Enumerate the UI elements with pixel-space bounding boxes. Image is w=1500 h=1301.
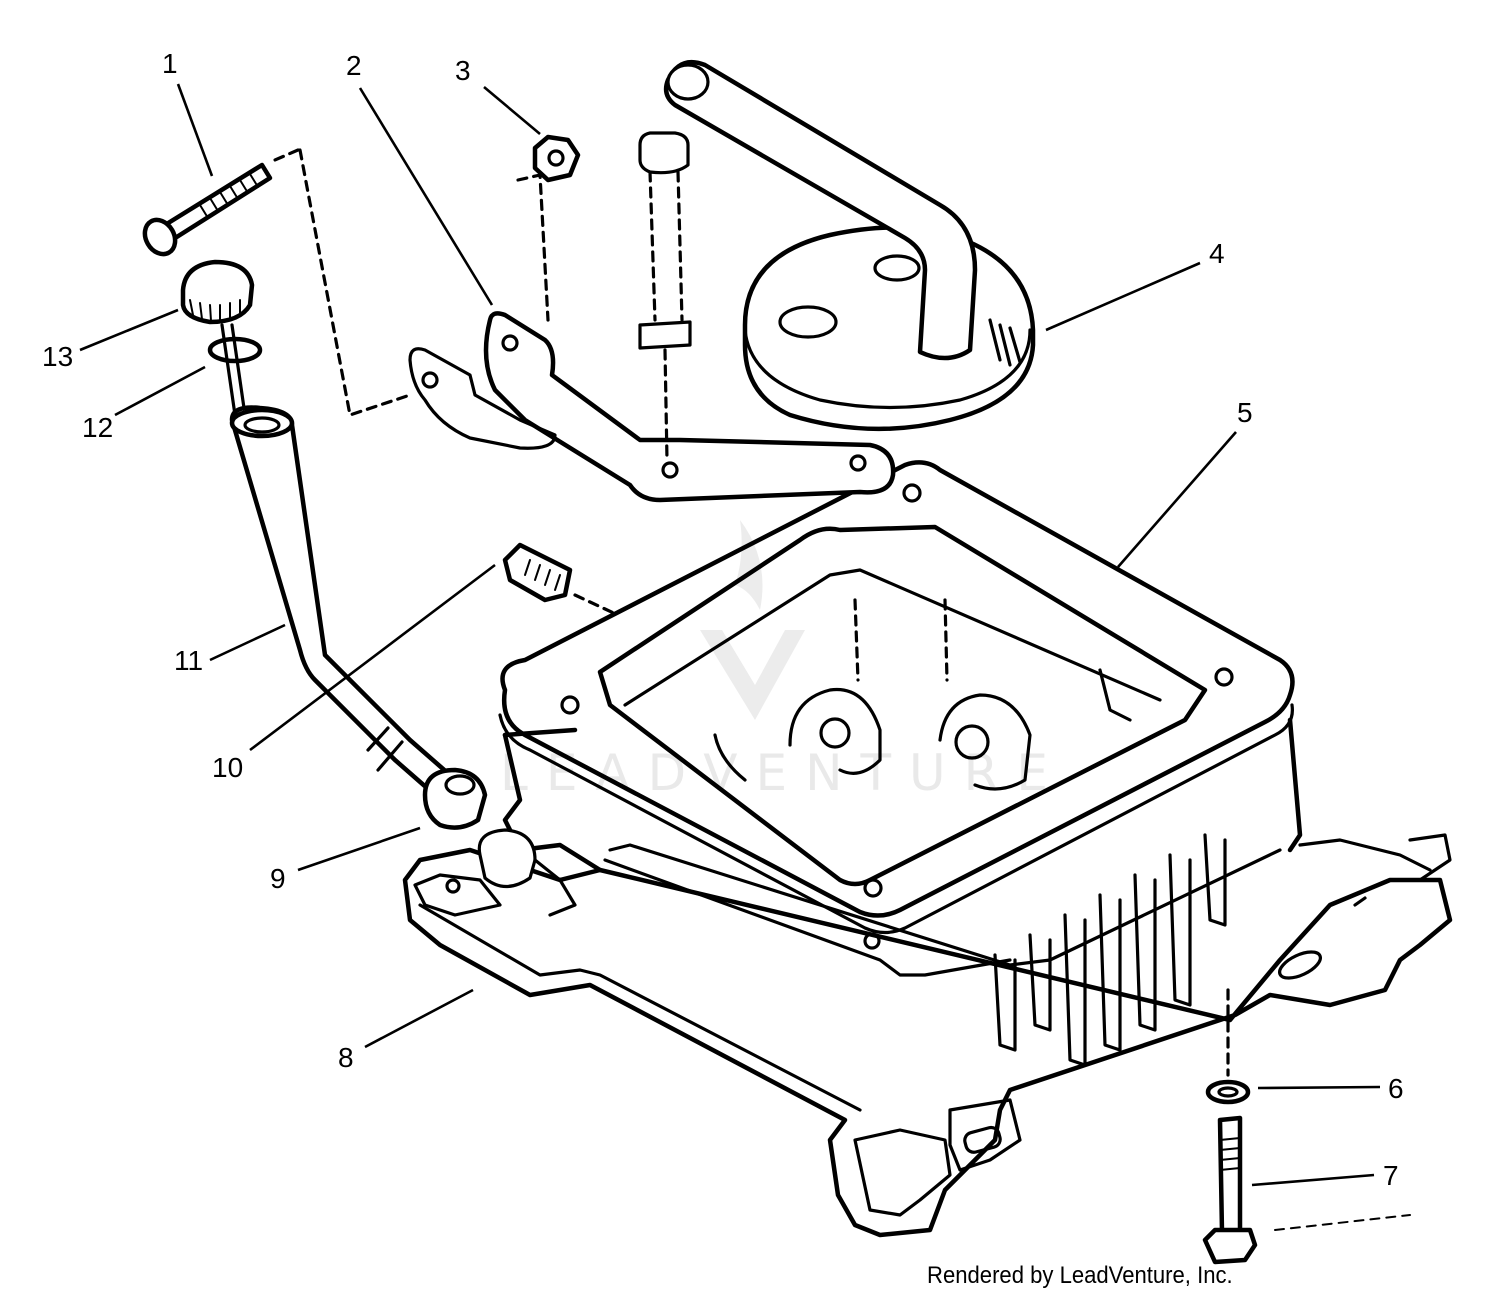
leader-lines xyxy=(79,83,1381,1187)
dipstick-tube xyxy=(229,405,453,798)
rendered-by-credit: Rendered by LeadVenture, Inc. xyxy=(927,1262,1233,1289)
callout-6: 6 xyxy=(1388,1073,1404,1104)
callout-13: 13 xyxy=(42,341,73,372)
breather-cover xyxy=(663,59,1036,432)
callout-7: 7 xyxy=(1383,1160,1399,1191)
callout-11: 11 xyxy=(174,645,203,676)
plug xyxy=(502,542,620,617)
screw xyxy=(142,162,273,257)
bracket xyxy=(408,311,896,503)
callout-2: 2 xyxy=(346,50,362,81)
callout-5: 5 xyxy=(1237,397,1253,428)
leadventure-watermark: LEADVENTURE xyxy=(500,520,1066,802)
callout-labels: 1 2 3 4 5 6 7 8 9 10 11 12 13 xyxy=(42,48,1404,1191)
watermark-text: LEADVENTURE xyxy=(500,744,1066,802)
o-ring xyxy=(207,336,263,364)
callout-9: 9 xyxy=(270,863,286,894)
bottom-bolt xyxy=(1202,988,1258,1265)
long-bolt xyxy=(638,131,692,462)
callout-10: 10 xyxy=(212,752,243,783)
callout-8: 8 xyxy=(338,1042,354,1073)
callout-4: 4 xyxy=(1209,238,1225,269)
dipstick xyxy=(180,259,255,417)
washer xyxy=(1205,1079,1251,1105)
oil-pan-base xyxy=(402,460,1453,1238)
grommet xyxy=(422,767,488,830)
callout-3: 3 xyxy=(455,55,471,86)
nut xyxy=(532,134,581,183)
callout-12: 12 xyxy=(82,412,113,443)
callout-1: 1 xyxy=(162,48,178,79)
